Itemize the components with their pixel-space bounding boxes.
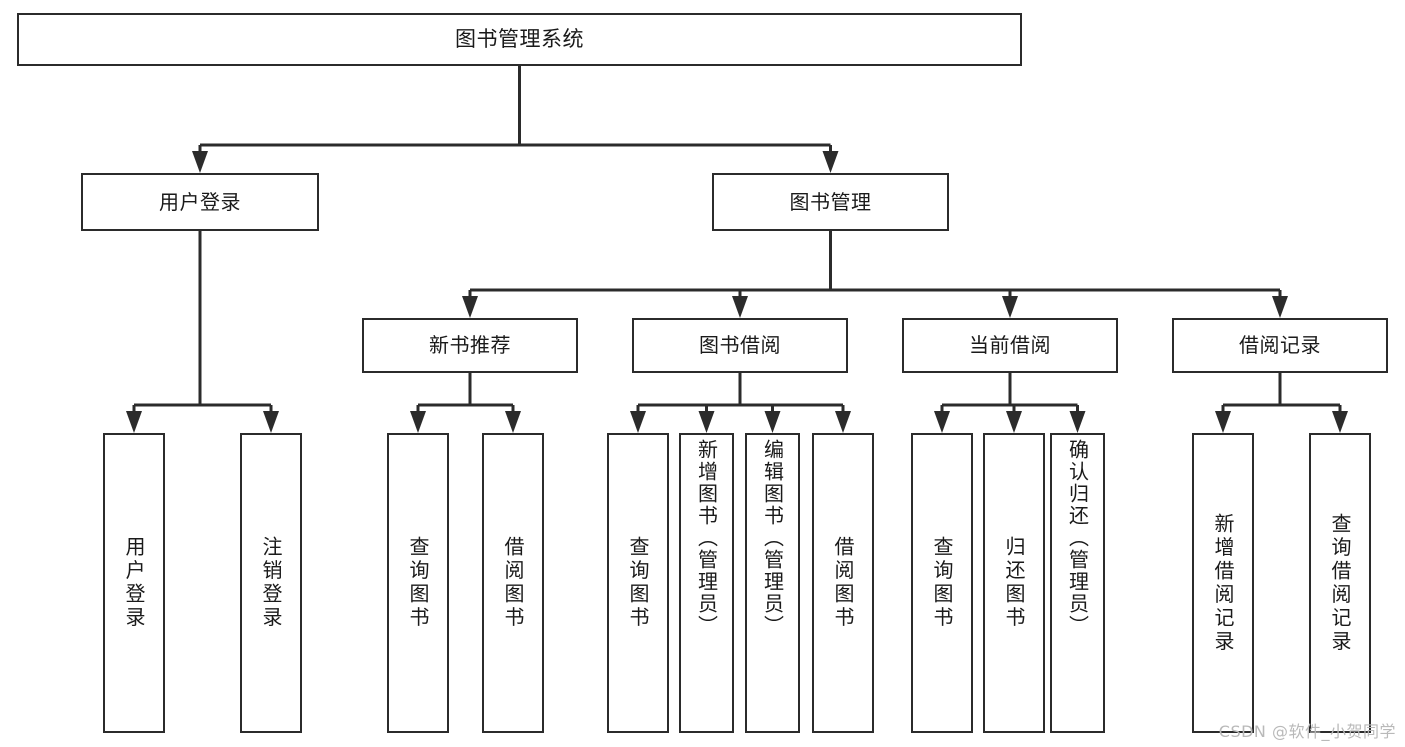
- node-bookmgmt[interactable]: 图书管理: [712, 173, 949, 231]
- node-label: 查询图书: [626, 536, 650, 630]
- node-label: 图书管理系统: [455, 26, 584, 51]
- arrowhead: [732, 296, 748, 318]
- arrowhead: [126, 411, 142, 433]
- node-label: 查询图书: [406, 536, 430, 630]
- node-leaf3[interactable]: 查询图书: [387, 433, 449, 733]
- arrowhead: [1332, 411, 1348, 433]
- node-leaf10[interactable]: 归还图书: [983, 433, 1045, 733]
- arrowhead: [764, 411, 781, 433]
- arrowhead: [192, 151, 208, 173]
- arrowhead: [934, 411, 950, 433]
- arrowhead: [1272, 296, 1288, 318]
- arrowhead: [505, 411, 521, 433]
- arrowhead: [410, 411, 426, 433]
- node-label: 查询图书: [930, 536, 954, 630]
- node-leaf4[interactable]: 借阅图书: [482, 433, 544, 733]
- node-label: 归还图书: [1002, 536, 1026, 630]
- node-leaf8[interactable]: 借阅图书: [812, 433, 874, 733]
- node-label: 借阅记录: [1239, 333, 1321, 358]
- node-label: 新增借阅记录: [1211, 512, 1235, 654]
- node-label: 借阅图书: [831, 536, 855, 630]
- node-leaf11[interactable]: 确认归还（管理员）: [1050, 433, 1105, 733]
- arrowhead: [698, 411, 715, 433]
- node-borrow[interactable]: 图书借阅: [632, 318, 848, 373]
- node-label: 确认归还（管理员）: [1065, 439, 1090, 637]
- arrowhead: [1069, 411, 1086, 433]
- arrowhead: [630, 411, 646, 433]
- node-leaf1[interactable]: 用户登录: [103, 433, 165, 733]
- node-leaf6[interactable]: 新增图书（管理员）: [679, 433, 734, 733]
- node-leaf7[interactable]: 编辑图书（管理员）: [745, 433, 800, 733]
- node-label: 新增图书（管理员）: [694, 439, 719, 637]
- node-records[interactable]: 借阅记录: [1172, 318, 1388, 373]
- node-leaf13[interactable]: 查询借阅记录: [1309, 433, 1371, 733]
- node-leaf12[interactable]: 新增借阅记录: [1192, 433, 1254, 733]
- arrowhead: [835, 411, 851, 433]
- node-leaf5[interactable]: 查询图书: [607, 433, 669, 733]
- arrowhead: [263, 411, 279, 433]
- node-label: 注销登录: [259, 536, 283, 630]
- arrowhead: [1002, 296, 1018, 318]
- node-label: 编辑图书（管理员）: [760, 439, 785, 637]
- node-label: 图书借阅: [699, 333, 781, 358]
- arrowhead: [822, 151, 839, 173]
- node-label: 用户登录: [122, 536, 146, 630]
- watermark: CSDN @软件_小贺同学: [1218, 722, 1396, 741]
- node-root[interactable]: 图书管理系统: [17, 13, 1022, 66]
- node-current[interactable]: 当前借阅: [902, 318, 1118, 373]
- node-label: 查询借阅记录: [1328, 512, 1352, 654]
- node-newbook[interactable]: 新书推荐: [362, 318, 578, 373]
- node-label: 当前借阅: [969, 333, 1051, 358]
- node-leaf9[interactable]: 查询图书: [911, 433, 973, 733]
- node-label: 借阅图书: [501, 536, 525, 630]
- node-label: 新书推荐: [429, 333, 511, 358]
- node-label: 图书管理: [789, 189, 872, 214]
- arrowhead: [1215, 411, 1231, 433]
- arrowhead: [462, 296, 478, 318]
- node-leaf2[interactable]: 注销登录: [240, 433, 302, 733]
- node-label: 用户登录: [159, 189, 241, 214]
- node-login[interactable]: 用户登录: [81, 173, 319, 231]
- arrowhead: [1006, 411, 1022, 433]
